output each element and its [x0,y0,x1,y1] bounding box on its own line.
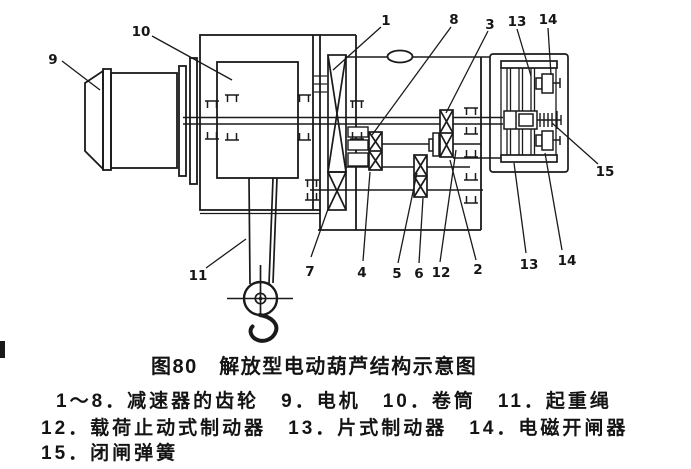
rope-and-hook [227,177,293,343]
label-10: 10 [132,24,151,40]
gearbox-casing [318,34,482,231]
figure-legend-line-2: 12．载荷止动式制动器 13．片式制动器 14．电磁开闸器 [41,418,629,439]
label-15: 15 [596,164,615,180]
gear-8-4 [368,131,383,171]
drum [216,61,299,179]
brake-box [489,53,569,173]
rope-left [248,177,251,285]
label-1: 1 [381,13,390,29]
motor-body [110,72,178,169]
label-14-bottom: 14 [558,253,577,269]
hook [248,313,279,343]
motor-cap-ring [102,68,112,171]
figure-legend-line-1: 1～8．减速器的齿轮 9．电机 10．卷筒 11．起重绳 [56,391,612,412]
gear-3-2 [439,109,454,158]
motor-flange-2 [189,57,198,185]
label-13-bottom: 13 [520,257,539,273]
label-13-top: 13 [508,14,527,30]
label-7: 7 [305,264,314,280]
gear-1 [327,54,347,173]
release-cylinder-upper [535,73,561,94]
label-6: 6 [414,266,423,282]
housing-outline [199,34,321,211]
gear-7 [327,171,347,211]
release-cylinder-lower [535,130,561,151]
label-4: 4 [357,265,366,281]
motor [84,57,198,185]
motor-flange-1 [178,65,187,177]
cage-top-bar [500,60,558,69]
label-12: 12 [432,265,451,281]
label-11: 11 [189,268,208,284]
figure-caption: 图80 解放型电动葫芦结构示意图 [151,356,478,378]
spline-teeth [314,75,327,93]
brake-box-outline [489,53,569,173]
label-8: 8 [449,12,458,28]
rope-right-b [272,177,278,284]
electromagnet-actuator [503,110,538,130]
drum-housing [199,34,327,215]
label-3: 3 [485,17,494,33]
reducer-gears [327,54,454,211]
figure-legend-line-3: 15．闭闸弹簧 [41,443,179,464]
closing-spring [537,111,562,129]
leader-lines [61,26,599,269]
shaft-coupling [386,49,414,64]
part-labels: 1 8 3 13 14 9 10 15 11 7 4 5 6 12 2 13 1… [48,12,614,284]
spline-hub [347,126,369,167]
cage-bottom-bar [500,154,558,163]
load-brake-disc [428,132,440,157]
label-9: 9 [48,52,57,68]
rope-right-a [268,177,274,285]
label-14-top: 14 [539,12,558,28]
label-2: 2 [473,262,482,278]
scan-edge-artifact [0,341,5,358]
label-5: 5 [392,266,401,282]
